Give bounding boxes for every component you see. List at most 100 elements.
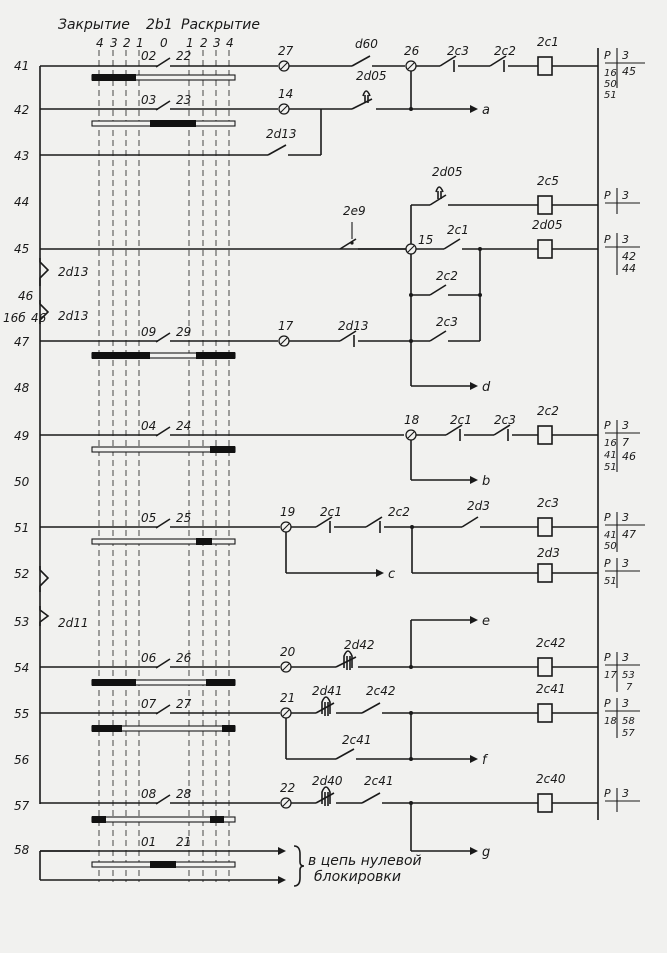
line-number: 48 (14, 381, 30, 395)
rung-51: 19 2c1 2c2 2d3 2c3 2d3 c (280, 496, 598, 583)
cam-bar (91, 538, 236, 545)
ref-value: 53 (622, 670, 635, 681)
relay-coil (537, 195, 553, 215)
ref-value: 3 (622, 511, 629, 524)
ref-value: 18 (604, 716, 617, 727)
ref-value: 7 (626, 682, 633, 693)
position-labels: 4 3 2 1 0 1 2 3 4 (96, 36, 234, 50)
terminal-label: 21 (280, 691, 295, 705)
ref-value: 42 (622, 250, 636, 263)
ref-value: 16 (604, 438, 617, 449)
relay-coil (537, 425, 553, 445)
cam-bar-fill (150, 861, 176, 868)
ref-44: P 3 (604, 188, 640, 214)
pos-zero: 0 (160, 36, 168, 50)
line-number: 41 (14, 59, 29, 73)
terminal-label: 19 (280, 505, 295, 519)
line-number: 46 (31, 311, 47, 325)
pos-left-4: 4 (96, 36, 104, 50)
rung-55: 21 2d41 2c42 2c41 2c41 f (280, 682, 598, 768)
device-label: 2d3 (467, 499, 490, 513)
cam-label: 04 (141, 419, 156, 433)
line-number: 49 (14, 429, 29, 443)
left-contact-label: 2d13 (58, 309, 89, 323)
cam-label: 26 (176, 651, 192, 665)
pos-right-4: 4 (226, 36, 234, 50)
rung-47: 17 2d13 (278, 319, 411, 347)
ref-value: 51 (604, 576, 617, 587)
ref-55: P 3 18 58 57 (604, 697, 640, 739)
ref-value: 57 (622, 728, 635, 739)
line-number: 54 (14, 661, 29, 675)
device-label: 2c1 (447, 223, 469, 237)
ref-57: P 3 (604, 787, 640, 812)
relay-coil (537, 657, 553, 677)
branch-label: g (482, 845, 490, 860)
position-dashed-lines (98, 50, 230, 882)
rung-42: 14 2d13 (266, 87, 322, 156)
ref-41: P 3 45 16 50 51 (604, 48, 645, 101)
cam-bars (91, 74, 236, 868)
line-number: 42 (14, 103, 29, 117)
line-number: 50 (14, 475, 30, 489)
device-label: 2c42 (366, 684, 396, 698)
device-label: 2d05 (356, 69, 387, 83)
ref-value: 45 (622, 65, 636, 78)
ref-p: P (604, 511, 611, 524)
line-number: 56 (14, 753, 30, 767)
relay-coil (537, 793, 553, 813)
coil-label: 2d3 (537, 546, 560, 560)
ref-value: 7 (622, 436, 629, 449)
note-line: блокировки (314, 869, 401, 885)
cam-bar-fill (210, 446, 235, 453)
branch-label: a (482, 103, 490, 118)
cam-bar-fill (92, 725, 122, 732)
line-number: 57 (14, 799, 30, 813)
ref-value: 3 (622, 557, 629, 570)
cam-label: 03 (141, 93, 156, 107)
rung-49: 18 2c1 2c3 2c2 b (404, 404, 598, 489)
ref-p: P (604, 49, 611, 62)
coil-label: 2c1 (537, 35, 559, 49)
device-label: 2d05 (432, 165, 463, 179)
pos-right-2: 2 (200, 36, 208, 50)
ref-value: 3 (622, 233, 629, 246)
line-number: 53 (14, 615, 29, 629)
terminal-label: 27 (278, 44, 294, 58)
left-contacts: 2d13 2d13 2d11 (39, 258, 89, 630)
device-label: 2d13 (338, 319, 369, 333)
device-label: 2c2 (388, 505, 410, 519)
ref-value: 50 (604, 79, 617, 90)
coil-label: 2c42 (536, 636, 566, 650)
ref-value: 50 (604, 541, 617, 552)
cam-label: 29 (176, 325, 191, 339)
ref-value: 3 (622, 697, 629, 710)
ref-value: 3 (622, 189, 629, 202)
branch-label: b (482, 474, 490, 489)
terminal-label: 17 (278, 319, 294, 333)
coil-label: 2c41 (536, 682, 566, 696)
cam-label: 05 (141, 511, 156, 525)
ref-value: 3 (622, 651, 629, 664)
ref-p: P (604, 697, 611, 710)
branch-label: c (388, 567, 395, 582)
ref-p: P (604, 557, 611, 570)
ref-value: 51 (604, 462, 617, 473)
cam-label: 06 (141, 651, 157, 665)
line-number: 52 (14, 567, 29, 581)
relay-coil (537, 703, 553, 723)
ref-value: 17 (604, 670, 617, 681)
terminal-label: 18 (404, 413, 420, 427)
coil-label: 2c3 (537, 496, 559, 510)
branch-label: f (482, 753, 489, 768)
pos-left-3: 3 (110, 36, 118, 50)
device-label: 2c3 (494, 413, 516, 427)
coil-label: 2c2 (537, 404, 559, 418)
cam-bar-fill (92, 816, 106, 823)
ref-value: 41 (604, 450, 617, 461)
ref-value: 16 (604, 68, 617, 79)
cam-label: 01 (141, 835, 156, 849)
coil-label: 2c5 (537, 174, 559, 188)
cam-bar-fill (92, 352, 150, 359)
